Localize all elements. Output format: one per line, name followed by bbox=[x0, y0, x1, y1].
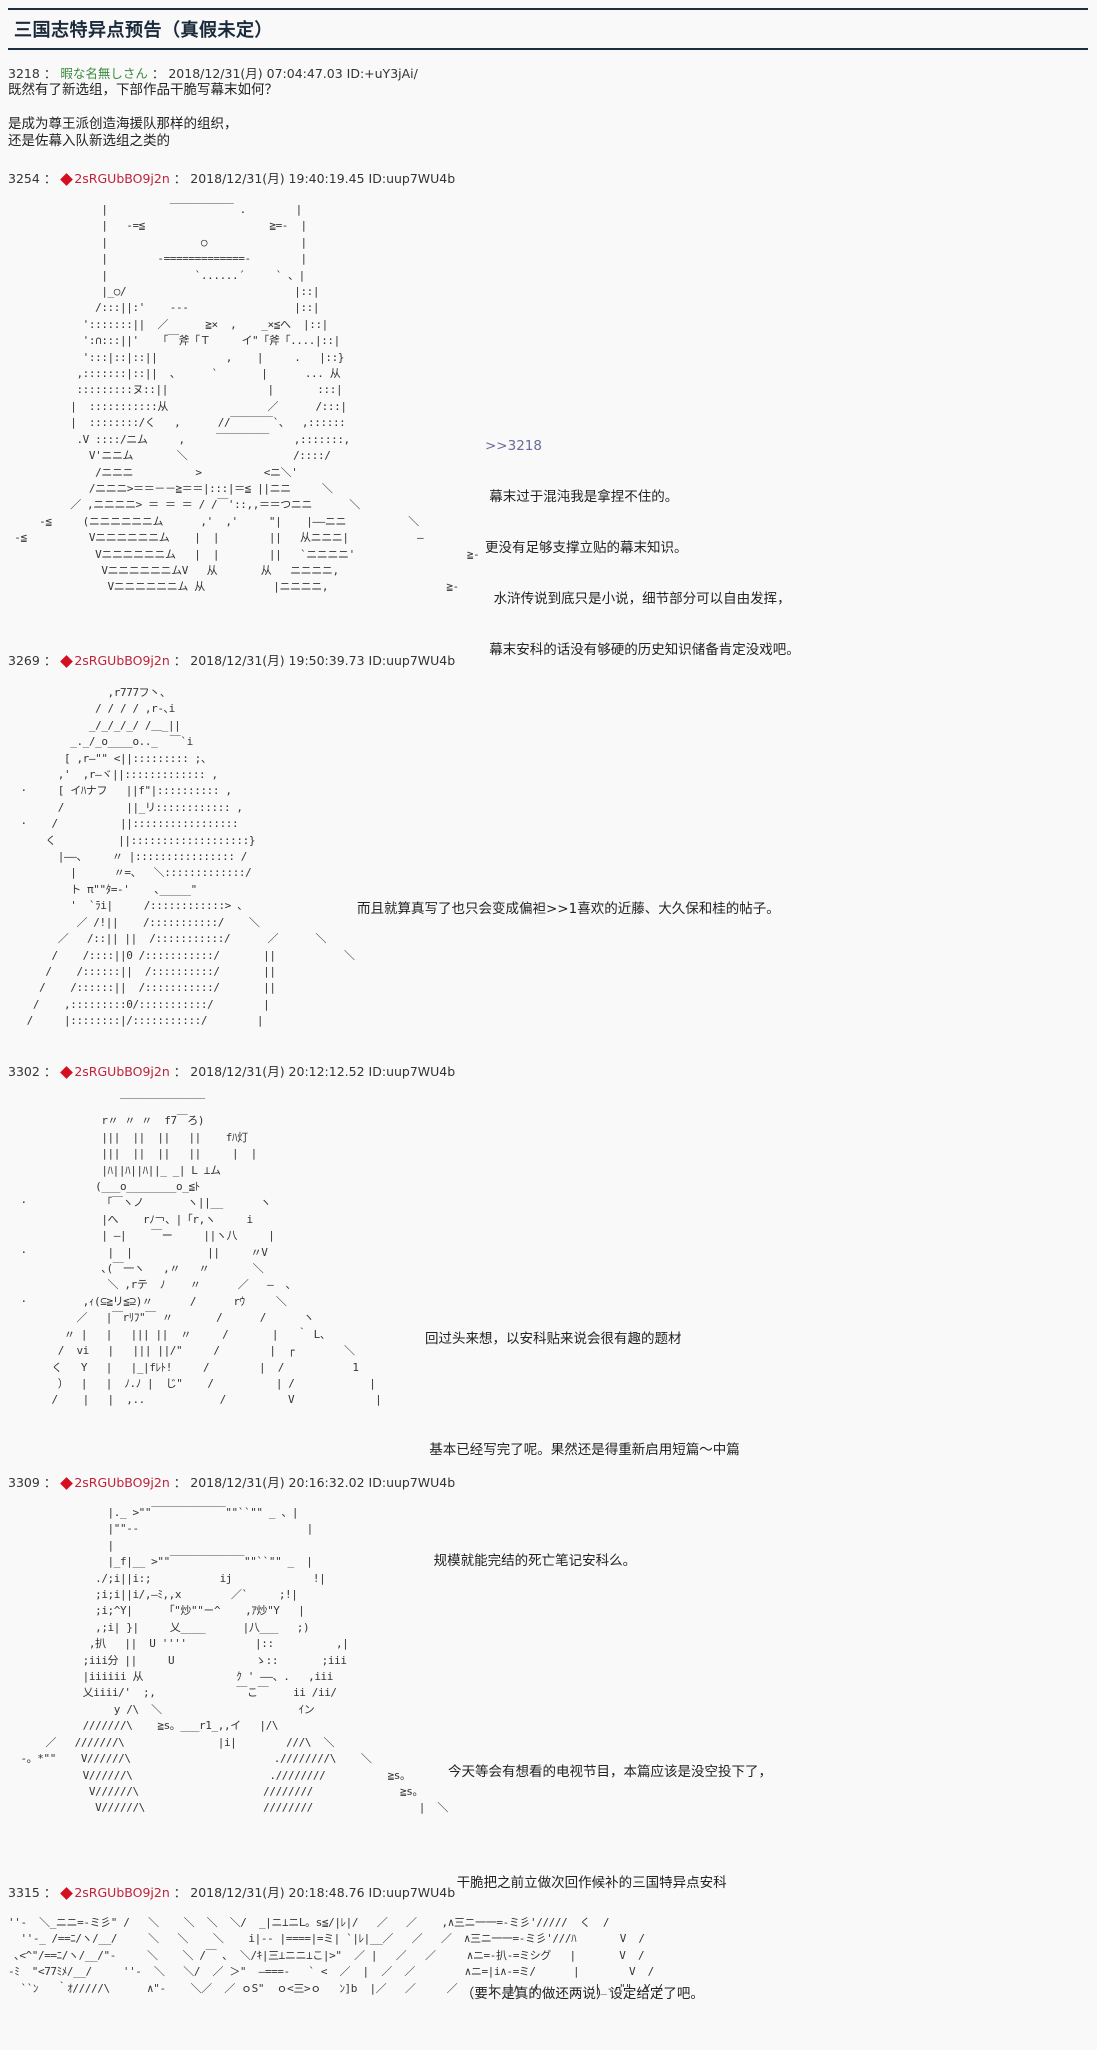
text-line: 幕末安科的话没有够硬的历史知识储备肯定没戏吧。 bbox=[485, 642, 800, 658]
post-header: 3315：2sRGUbBO9j2n：2018/12/31(月) 20:18:48… bbox=[8, 1885, 456, 1900]
poster-id: ID:uup7WU4b bbox=[368, 1064, 456, 1079]
post-number[interactable]: 3309 bbox=[8, 1475, 40, 1490]
ascii-art-3254: | ￣￣￣￣￣￣ . | | -=≦ ≧=- | | ○ | | -======… bbox=[14, 203, 480, 594]
post-header: 3218：暇な名無しさん：2018/12/31(月) 07:04:47.03 I… bbox=[8, 66, 418, 81]
post-number[interactable]: 3218 bbox=[8, 66, 40, 81]
post-body: 既然有了新选组，下部作品干脆写幕末如何？ 是成为尊王派创造海援队那样的组织，还是… bbox=[8, 82, 418, 150]
poster-id: ID:+uY3jAi/ bbox=[346, 66, 418, 81]
body-line: 是成为尊王派创造海援队那样的组织， bbox=[8, 116, 238, 132]
diamond-icon bbox=[60, 1476, 74, 1490]
post-3254-text: >>3218 幕末过于混沌我是拿捏不住的。 更没有足够支撑立贴的幕末知识。 水浒… bbox=[485, 404, 800, 676]
diamond-icon bbox=[60, 1886, 74, 1900]
post-3309: 3309：2sRGUbBO9j2n：2018/12/31(月) 20:16:32… bbox=[8, 1475, 455, 1491]
post-date: 2018/12/31(月) 20:16:32.02 bbox=[190, 1475, 365, 1490]
poster-name: 暇な名無しさん bbox=[60, 66, 148, 81]
post-header: 3254：2sRGUbBO9j2n：2018/12/31(月) 19:40:19… bbox=[8, 171, 456, 186]
post-date: 2018/12/31(月) 19:50:39.73 bbox=[190, 653, 365, 668]
poster-id: ID:uup7WU4b bbox=[368, 1475, 456, 1490]
post-number[interactable]: 3302 bbox=[8, 1064, 40, 1079]
poster-trip: 2sRGUbBO9j2n bbox=[74, 1064, 170, 1079]
poster-trip: 2sRGUbBO9j2n bbox=[74, 1475, 170, 1490]
text-line: 规模就能完结的死亡笔记安科么。 bbox=[425, 1553, 637, 1569]
post-date: 2018/12/31(月) 20:18:48.76 bbox=[190, 1885, 365, 1900]
post-3315: 3315：2sRGUbBO9j2n：2018/12/31(月) 20:18:48… bbox=[8, 1885, 455, 1901]
poster-id: ID:uup7WU4b bbox=[368, 171, 456, 186]
post-3254: 3254：2sRGUbBO9j2n：2018/12/31(月) 19:40:19… bbox=[8, 171, 455, 187]
post-header: 3269：2sRGUbBO9j2n：2018/12/31(月) 19:50:39… bbox=[8, 653, 456, 668]
text-line: 水浒传说到底只是小说，细节部分可以自由发挥， bbox=[485, 591, 791, 607]
text-line: 幕末过于混沌我是拿捏不住的。 bbox=[485, 489, 679, 505]
text-line: 回过头来想，以安科贴来说会很有趣的题材 bbox=[425, 1331, 682, 1347]
text-line: 更没有足够支撑立贴的幕末知识。 bbox=[485, 540, 688, 556]
poster-id: ID:uup7WU4b bbox=[368, 1885, 456, 1900]
quote-link[interactable]: >>3218 bbox=[485, 438, 542, 454]
post-date: 2018/12/31(月) 19:40:19.45 bbox=[190, 171, 365, 186]
poster-trip: 2sRGUbBO9j2n bbox=[74, 1885, 170, 1900]
post-3302-text: 回过头来想，以安科贴来说会很有趣的题材 基本已经写完了呢。果然还是得重新启用短篇… bbox=[425, 1247, 740, 1617]
post-number[interactable]: 3315 bbox=[8, 1885, 40, 1900]
post-3218: 3218：暇な名無しさん：2018/12/31(月) 07:04:47.03 I… bbox=[8, 66, 418, 150]
ascii-art-3269: ,r777フ丶、 / / / / ,r-､i _/_/_/_/ /＿_|| _.… bbox=[20, 686, 355, 1028]
post-header: 3309：2sRGUbBO9j2n：2018/12/31(月) 20:16:32… bbox=[8, 1475, 456, 1490]
post-number[interactable]: 3254 bbox=[8, 171, 40, 186]
post-header: 3302：2sRGUbBO9j2n：2018/12/31(月) 20:12:12… bbox=[8, 1064, 456, 1079]
poster-trip: 2sRGUbBO9j2n bbox=[74, 171, 170, 186]
post-3269: 3269：2sRGUbBO9j2n：2018/12/31(月) 19:50:39… bbox=[8, 653, 455, 669]
diamond-icon bbox=[60, 654, 74, 668]
post-3302: 3302：2sRGUbBO9j2n：2018/12/31(月) 20:12:12… bbox=[8, 1064, 455, 1080]
text-line: 基本已经写完了呢。果然还是得重新启用短篇～中篇 bbox=[425, 1442, 740, 1458]
poster-trip: 2sRGUbBO9j2n bbox=[74, 653, 170, 668]
post-date: 2018/12/31(月) 20:12:12.52 bbox=[190, 1064, 365, 1079]
text-line: 今天等会有想看的电视节目，本篇应该是没空投下了， bbox=[448, 1764, 772, 1780]
post-date: 2018/12/31(月) 07:04:47.03 bbox=[168, 66, 343, 81]
body-line: 既然有了新选组，下部作品干脆写幕末如何？ bbox=[8, 82, 278, 98]
ascii-art-3315: ''- ＼_ニニ=-ミ彡" / ＼ ＼ ＼ ＼/ _|ニ⊥ニL。s≦/|ﾚ|/ … bbox=[8, 1916, 663, 1995]
post-3269-text: 而且就算真写了也只会变成偏袒>>1喜欢的近藤、大久保和桂的帖子。 bbox=[357, 867, 780, 935]
text-line: 而且就算真写了也只会变成偏袒>>1喜欢的近藤、大久保和桂的帖子。 bbox=[357, 901, 780, 917]
body-line: 还是佐幕入队新选组之类的 bbox=[8, 133, 170, 149]
diamond-icon bbox=[60, 172, 74, 186]
poster-id: ID:uup7WU4b bbox=[368, 653, 456, 668]
text-line: （要不是真的做还两说）设定给定了吧。 bbox=[448, 1986, 704, 2002]
ascii-art-3302: ￣￣￣￣￣￣￣￣ r〃 〃 〃 f7￣ろ) ||| || || || fﾊ灯 |… bbox=[20, 1098, 382, 1407]
text-line: 干脆把之前立做次回作候补的三国特异点安科 bbox=[448, 1875, 727, 1891]
diamond-icon bbox=[60, 1065, 74, 1079]
page-title: 三国志特异点预告（真假未定） bbox=[14, 20, 273, 41]
ascii-art-3309: |._ >""￣￣￣￣￣￣￣""``"" _ 、| |""-- | | |_f|… bbox=[20, 1506, 448, 1815]
post-number[interactable]: 3269 bbox=[8, 653, 40, 668]
post-3309-text: 今天等会有想看的电视节目，本篇应该是没空投下了， 干脆把之前立做次回作候补的三国… bbox=[448, 1680, 772, 2050]
thread-title-bar: 三国志特异点预告（真假未定） bbox=[8, 8, 1088, 50]
body-line-blank bbox=[8, 99, 418, 116]
